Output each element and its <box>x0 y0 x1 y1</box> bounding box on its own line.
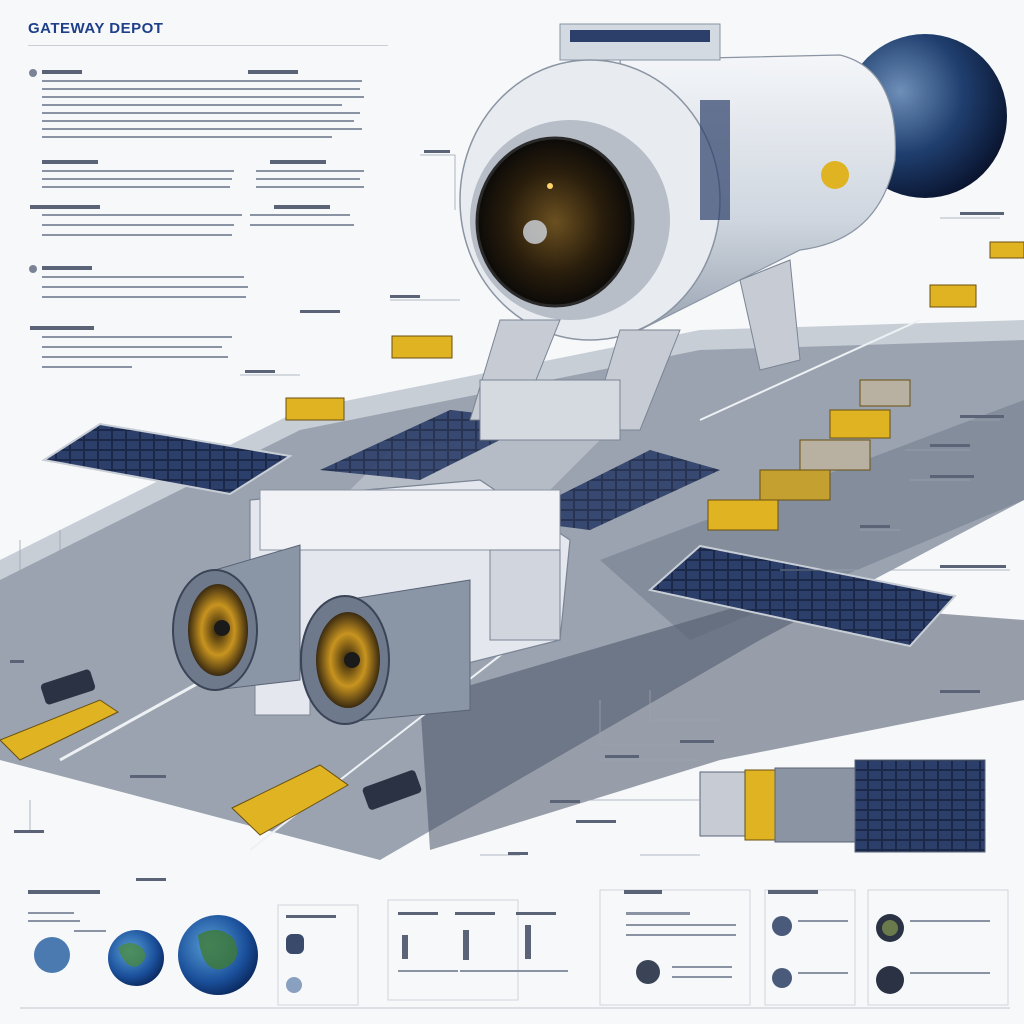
title-rule <box>28 45 388 46</box>
main-viewport <box>475 136 635 308</box>
thruster-right <box>300 579 471 725</box>
page-title: GATEWAY DEPOT <box>28 20 164 37</box>
cargo-row <box>707 379 911 531</box>
ground-vehicles <box>40 669 422 810</box>
moon-globe <box>34 937 70 973</box>
solar-array-center-2 <box>510 450 720 530</box>
bottom-panel <box>20 889 1010 1009</box>
cargo-containers <box>0 241 1024 836</box>
detached-module <box>699 759 986 853</box>
solar-array-left <box>41 422 293 496</box>
left-text-column <box>29 69 364 368</box>
thruster-left <box>172 544 301 691</box>
solar-array-right <box>647 544 957 648</box>
callout-labels <box>10 150 1006 881</box>
station-module <box>459 23 896 441</box>
callout-lines <box>19 154 1010 856</box>
